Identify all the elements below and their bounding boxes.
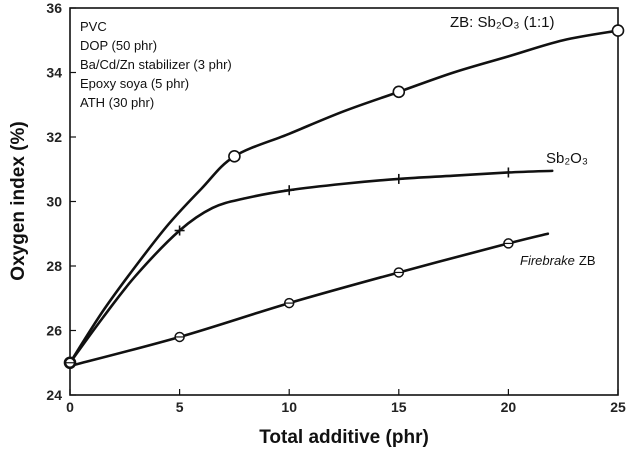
series-label-firebrake-part: Firebrake (520, 253, 575, 268)
y-tick-label: 36 (46, 0, 62, 16)
x-axis-label: Total additive (phr) (259, 427, 429, 448)
x-tick-label: 25 (610, 399, 626, 415)
data-point-circle-cross (283, 297, 295, 309)
y-tick-label: 32 (46, 129, 62, 145)
composition-line: Ba/Cd/Zn stabilizer (3 phr) (80, 57, 232, 72)
axis-ticks: 0 5 10 15 20 25 24 26 28 30 32 34 36 (46, 0, 626, 415)
data-point-circle-cross (174, 331, 185, 343)
data-point-plus (284, 185, 295, 196)
series-firebrake-zb-line (68, 232, 550, 368)
data-point-open-circle (392, 85, 406, 99)
y-axis-label: Oxygen index (%) (8, 121, 29, 280)
data-point-open-circle (228, 150, 241, 163)
series-label-sb2o3: Sb₂O₃ (546, 150, 588, 167)
data-point-circle-cross (64, 357, 76, 368)
data-point-plus (174, 225, 185, 236)
data-point-circle-cross (393, 267, 405, 278)
x-tick-label: 20 (501, 399, 517, 415)
series-label-zb-part: ZB (579, 253, 596, 268)
data-point-plus (503, 167, 514, 178)
y-tick-label: 34 (46, 65, 62, 81)
series-label-zb-sb2o3: ZB: Sb₂O₃ (1:1) (450, 14, 554, 31)
y-tick-label: 28 (46, 258, 62, 274)
data-point-circle-cross (503, 238, 514, 249)
composition-notes: PVC DOP (50 phr) Ba/Cd/Zn stabilizer (3 … (80, 19, 232, 110)
data-point-plus (393, 173, 404, 184)
data-point-open-circle (611, 24, 625, 37)
x-tick-label: 10 (281, 399, 297, 415)
series-zb-sb2o3-line (68, 29, 620, 365)
composition-line: PVC (80, 19, 107, 34)
series-label-firebrake-zb: Firebrake ZB (520, 253, 596, 268)
composition-line: DOP (50 phr) (80, 38, 157, 53)
series-sb2o3-line (68, 169, 554, 365)
x-tick-label: 5 (176, 399, 184, 415)
x-tick-label: 0 (66, 399, 74, 415)
composition-line: ATH (30 phr) (80, 95, 154, 110)
y-tick-label: 30 (46, 194, 62, 210)
y-tick-label: 26 (46, 323, 62, 339)
x-tick-label: 15 (391, 399, 407, 415)
composition-line: Epoxy soya (5 phr) (80, 76, 189, 91)
data-markers (63, 24, 625, 370)
y-tick-label: 24 (46, 387, 62, 403)
